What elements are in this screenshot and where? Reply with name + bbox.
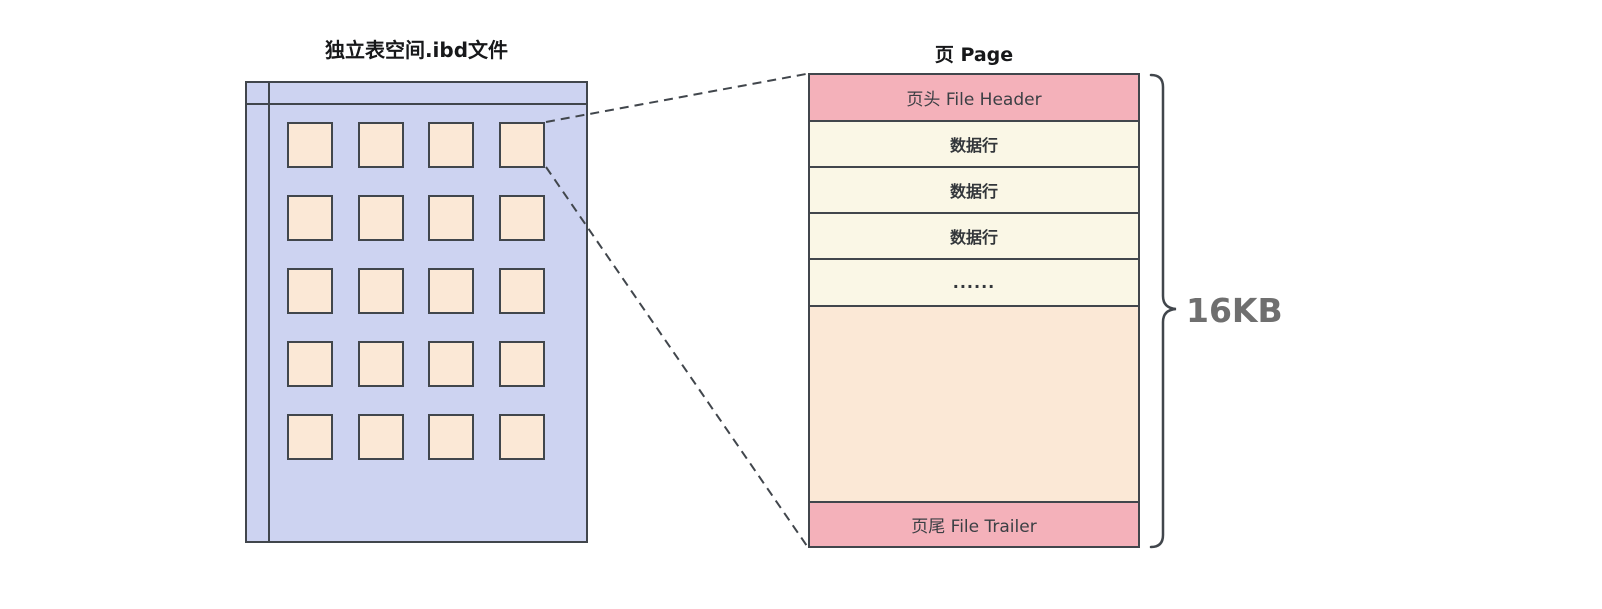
page-row-ellipsis: ...... [810, 260, 1138, 307]
page-row-file-trailer: 页尾 File Trailer [810, 503, 1138, 546]
page-square [428, 268, 474, 314]
page-square [428, 414, 474, 460]
page-row-file-header: 页头 File Header [810, 75, 1138, 122]
page-title: 页 Page [934, 44, 1014, 66]
page-square [358, 341, 404, 387]
page-grid [247, 83, 586, 541]
page-square [499, 414, 545, 460]
page-size-label: 16KB [1186, 291, 1283, 330]
page-square [287, 414, 333, 460]
page-row-data-1: 数据行 [810, 122, 1138, 168]
page-square [499, 195, 545, 241]
tablespace-title: 独立表空间.ibd文件 [324, 38, 509, 62]
tablespace-box [245, 81, 588, 543]
page-square [499, 341, 545, 387]
page-square [287, 195, 333, 241]
tablespace-top-strip-divider [247, 103, 586, 105]
page-square [287, 341, 333, 387]
page-square [358, 268, 404, 314]
page-row-data-2: 数据行 [810, 168, 1138, 214]
size-brace [1149, 73, 1177, 549]
page-row-data-3: 数据行 [810, 214, 1138, 260]
page-row-free-space [810, 307, 1138, 503]
page-square [428, 122, 474, 168]
page-square [358, 122, 404, 168]
page-square [428, 341, 474, 387]
tablespace-left-strip-divider [268, 83, 270, 541]
page-square [287, 122, 333, 168]
page-square [358, 414, 404, 460]
page-box: 页头 File Header 数据行 数据行 数据行 ...... 页尾 Fil… [808, 73, 1140, 548]
page-square [358, 195, 404, 241]
page-square [499, 122, 545, 168]
page-square [499, 268, 545, 314]
page-square [428, 195, 474, 241]
page-square [287, 268, 333, 314]
